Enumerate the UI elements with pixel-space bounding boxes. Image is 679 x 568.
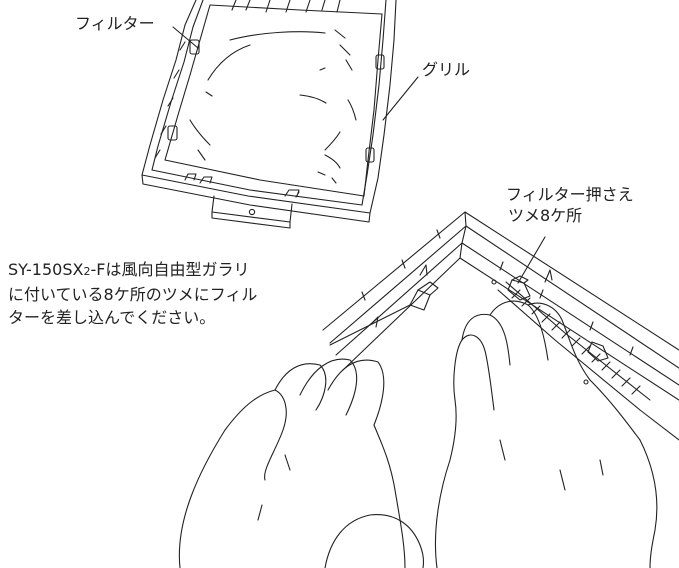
model-subscript: 2 [83,265,91,278]
instruction-line-1: SY-150SX2-Fは風向自由型ガラリ [8,258,257,283]
grille-frame [141,0,397,229]
hands [178,300,658,568]
filter-label: フィルター [75,14,155,33]
instruction-text: SY-150SX2-Fは風向自由型ガラリ に付いている8ケ所のツメにフィル ター… [8,258,257,329]
grille-leader-line [382,76,419,121]
filter-edge [329,281,679,441]
instruction-line-2: に付いている8ケ所のツメにフィル [8,285,258,304]
instruction-line-1-rest: -Fは風向自由型ガラリ [90,260,250,279]
grille-corner [322,211,679,401]
clip-leader-line [517,236,546,284]
grille-label: グリル [422,60,471,79]
instruction-line-3: ターを差し込んでください。 [8,308,216,327]
model-prefix: SY-150SX [8,260,84,279]
filter-leader-line [172,26,199,49]
clip-label-line1: フィルター押さえ [506,185,634,204]
clip-label-line2: ツメ8ケ所 [508,206,583,225]
